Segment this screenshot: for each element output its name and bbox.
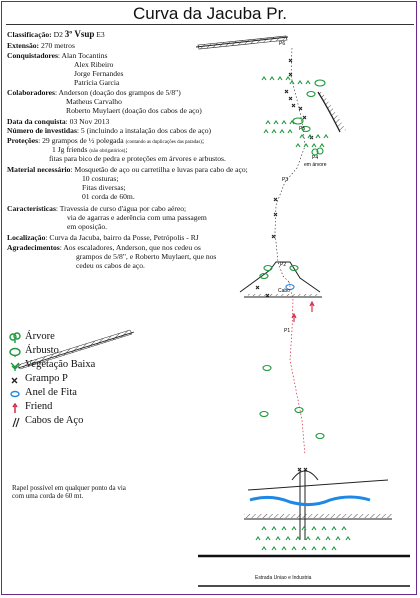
sling-icon [10, 390, 20, 398]
agradecimentos-3: cedeu os cabos de aço. [76, 261, 145, 270]
material-line: Material necessário: Mosquetão de aço ou… [7, 165, 248, 174]
title-underline [6, 24, 414, 25]
legend-label-shrub: Árbusto [25, 345, 59, 356]
route-title: Curva da Jacuba Pr. [132, 4, 288, 23]
label-p5: P5 [299, 126, 305, 132]
caracteristicas-line: Características: Travessia de curso d'ág… [7, 204, 187, 213]
conquistadores-line: Conquistadores: Alan Tocantins [7, 51, 108, 60]
data-line: Data da conquista: 03 Nov 2013 [7, 117, 110, 126]
investidas-line: Número de investidas: 5 (incluindo a ins… [7, 126, 212, 135]
colaborador-3: Roberto Muylaert (doação dos cabos de aç… [66, 106, 202, 115]
material-3: Fitas diversas; [82, 183, 126, 192]
label-p6: P6 [279, 41, 285, 47]
legend-label-sling: Anel de Fita [25, 387, 77, 398]
agradecimentos-2: grampos de 5/8", e Roberto Muylaert, que… [76, 252, 217, 261]
label-p2: P2 [280, 262, 286, 268]
caracteristicas-3: em oposição. [67, 222, 108, 231]
protecoes-friends: 1 Jg friends (não obrigatórios); [52, 145, 128, 154]
friend-icon [12, 402, 18, 413]
conquistador-4: Patrícia Garcia [74, 78, 120, 87]
label-p1: P1 [284, 328, 290, 334]
route-line [274, 47, 306, 456]
bottom-vegetation [255, 526, 351, 551]
friend-markers [291, 300, 315, 322]
material-2: 10 costuras; [82, 174, 119, 183]
colaboradores-line: Colaboradores: Anderson (doação dos gram… [7, 88, 181, 97]
agradecimentos-line: Agradecimentos: Aos escaladores, Anderso… [7, 243, 201, 252]
extensao-line: Extensão: 270 metros [7, 41, 75, 50]
legend-label-friend: Friend [25, 401, 53, 412]
conquistador-2: Alex Ribeiro [74, 60, 114, 69]
label-p3: P3 [282, 177, 288, 183]
legend-label-tree: Árvore [25, 331, 55, 342]
localizacao-line: Localização: Curva da Jacuba, bairro da … [7, 233, 199, 242]
protecoes-fitas: fitas para bico de pedra e proteções em … [49, 154, 226, 163]
shrub-icon [9, 347, 21, 357]
label-p4: P4 [312, 155, 318, 161]
label-cabo: Cabo [278, 288, 290, 294]
legend-label-low-vegetation: Vegetação Baixa [25, 359, 96, 370]
road [198, 554, 410, 587]
classificacao-line: Classificação: D2 3º Vsup E3 [7, 29, 105, 40]
legend-label-steel-cable: Cabos de Aço [25, 415, 84, 426]
protecoes-line: Proteções: 29 grampos de ½ polegada (con… [7, 136, 205, 145]
bolt-icon [11, 377, 18, 384]
lower-ledge [17, 329, 135, 370]
colaborador-2: Matheus Carvalho [66, 97, 122, 106]
lower-vegetation [259, 364, 325, 440]
caracteristicas-2: via de agarras e aderência com uma passa… [67, 213, 207, 222]
legend-label-bolt: Grampo P [25, 373, 68, 384]
top-ridge [195, 35, 289, 50]
low-vegetation-icon [10, 362, 20, 371]
middle-ledge [239, 261, 322, 298]
right-cliff [317, 91, 346, 133]
upper-vegetation [261, 76, 329, 156]
material-4: 01 corda de 60m. [82, 192, 135, 201]
tree-icon [9, 332, 21, 343]
road-label: Estrada Uniao e Industria [255, 575, 312, 581]
steel-cable-icon [12, 417, 20, 428]
label-p4-note: em árvore [304, 162, 327, 168]
conquistador-3: Jorge Fernandes [74, 69, 124, 78]
